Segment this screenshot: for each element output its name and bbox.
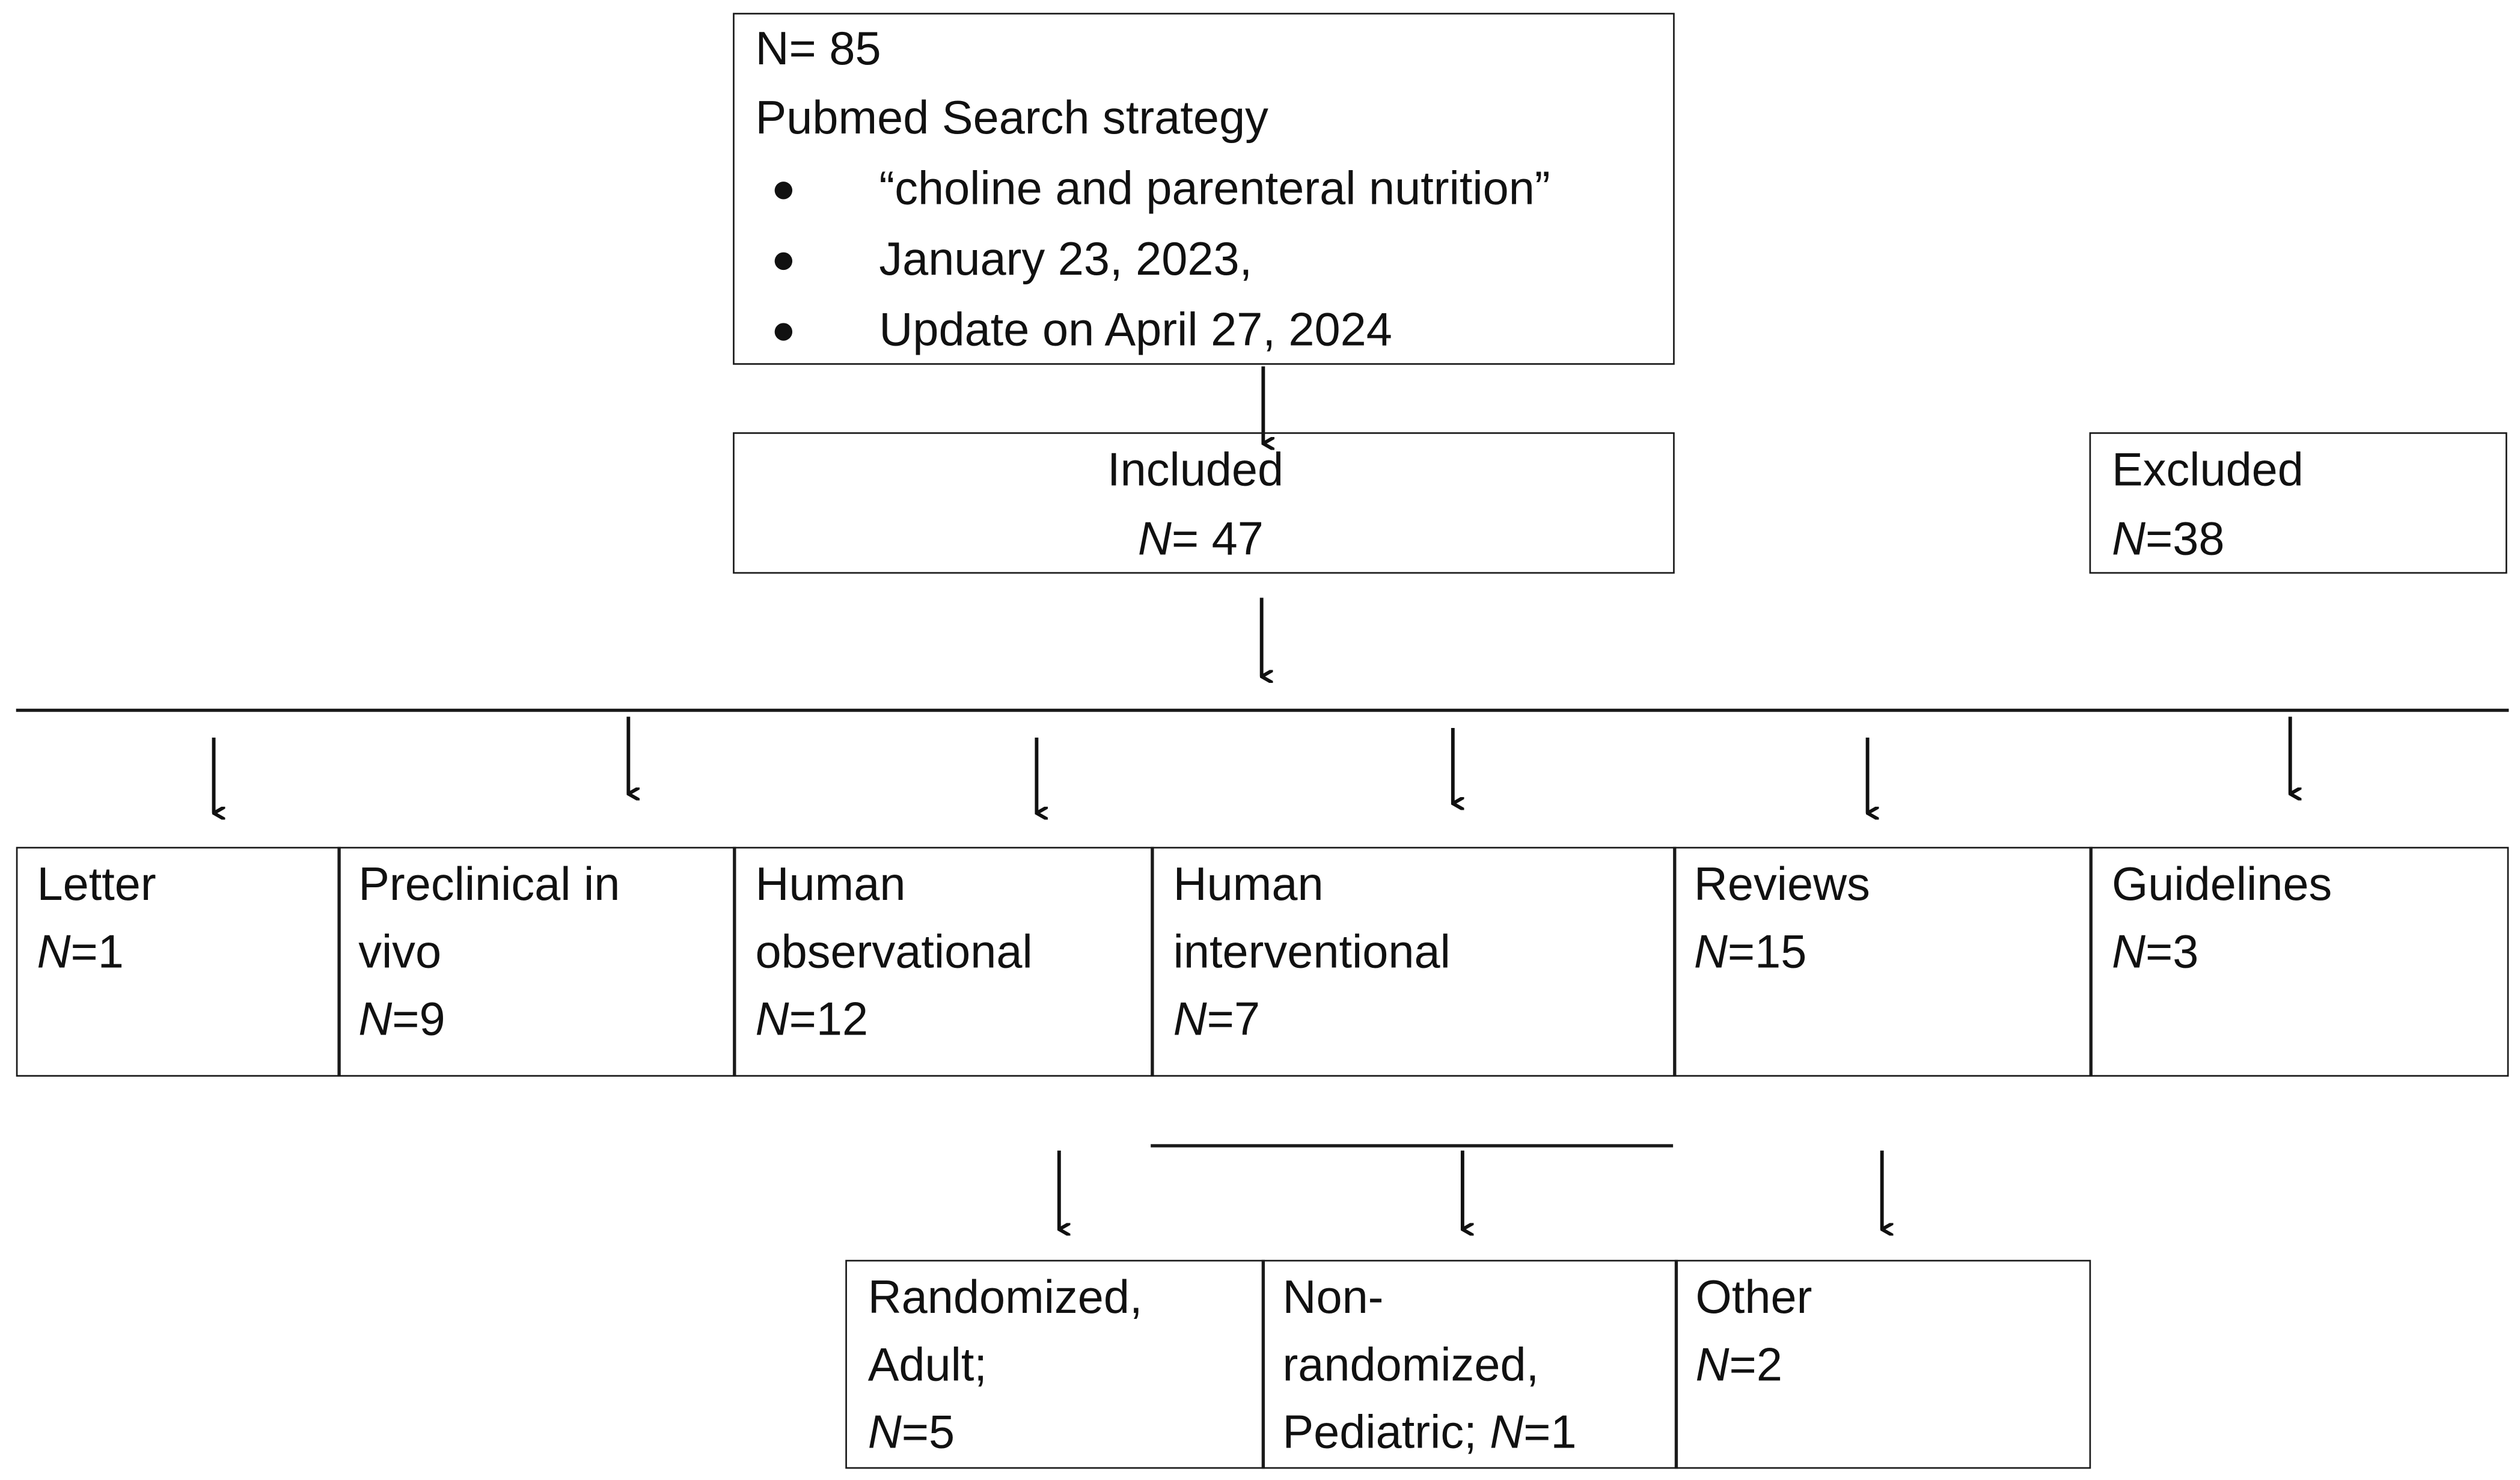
sub-nonrandomized-label-3: Pediatric; N=1 — [1282, 1399, 1576, 1467]
category-reviews-count: N=15 — [1694, 919, 1807, 986]
category-observational-label-2: observational — [755, 927, 1033, 979]
category-observational-count: N=12 — [756, 986, 869, 1054]
bullet-icon — [774, 252, 793, 271]
category-interventional-label-2: interventional — [1173, 927, 1451, 979]
category-preclinical-label-2: vivo — [358, 927, 442, 979]
sub-nonrandomized-pediatric: Pediatric; — [1282, 1407, 1490, 1460]
search-strategy-box — [733, 13, 1675, 365]
included-label: Included — [1107, 445, 1284, 497]
search-title: Pubmed Search strategy — [755, 93, 1268, 145]
n-symbol: N — [1173, 994, 1207, 1047]
sub-randomized-count: N=5 — [868, 1399, 955, 1467]
distribution-line — [16, 708, 2509, 711]
category-reviews-label: Reviews — [1693, 860, 1870, 911]
category-guidelines-count: N=3 — [2112, 919, 2198, 986]
subcategories-row — [845, 1259, 2091, 1469]
category-divider — [1151, 846, 1154, 1077]
n-symbol: N — [358, 994, 393, 1047]
search-bullet-2: January 23, 2023, — [879, 234, 1253, 286]
sub-distribution-line — [1151, 1144, 1674, 1147]
sub-randomized-label-2: Adult; — [867, 1340, 987, 1392]
n-value: =5 — [901, 1407, 955, 1460]
category-guidelines-label: Guidelines — [2111, 860, 2332, 911]
sub-other-label: Other — [1695, 1273, 1812, 1324]
excluded-box — [2089, 432, 2507, 574]
n-value: =15 — [1727, 927, 1807, 979]
category-interventional-label-1: Human — [1173, 860, 1324, 911]
category-observational-label-1: Human — [755, 860, 906, 911]
category-divider — [733, 846, 736, 1077]
n-symbol: N — [2111, 514, 2145, 566]
included-count: N= 47 — [1138, 506, 1264, 573]
n-value: =2 — [1729, 1340, 1782, 1392]
categories-row — [16, 846, 2509, 1077]
sub-nonrandomized-label-2: randomized, — [1282, 1340, 1540, 1392]
sub-nonrandomized-label-1: Non- — [1282, 1273, 1384, 1324]
bullet-icon — [774, 323, 793, 341]
n-symbol: N — [1693, 927, 1728, 979]
included-box — [733, 432, 1675, 574]
n-value: =3 — [2145, 927, 2199, 979]
category-preclinical-count: N=9 — [358, 986, 445, 1054]
n-value: =12 — [789, 994, 869, 1047]
n-value: =38 — [2145, 514, 2225, 566]
n-symbol: N — [2111, 927, 2145, 979]
n-symbol: N — [37, 927, 71, 979]
category-letter-label: Letter — [37, 860, 156, 911]
category-letter-count: N=1 — [37, 919, 123, 986]
n-value: =1 — [70, 927, 124, 979]
search-bullet-1: “choline and parenteral nutrition” — [879, 164, 1550, 216]
excluded-label: Excluded — [2111, 445, 2304, 497]
category-interventional-count: N=7 — [1173, 986, 1260, 1054]
n-symbol: N — [755, 994, 789, 1047]
n-value: =9 — [392, 994, 445, 1047]
search-count: N= 85 — [755, 24, 881, 76]
n-symbol: N — [1137, 514, 1172, 566]
search-bullet-3: Update on April 27, 2024 — [879, 305, 1392, 357]
subcategory-divider — [1261, 1259, 1264, 1469]
category-divider — [337, 846, 340, 1077]
category-divider — [2089, 846, 2092, 1077]
n-value: =7 — [1206, 994, 1261, 1047]
category-preclinical-label-1: Preclinical in — [358, 860, 620, 911]
excluded-count: N=38 — [2112, 506, 2225, 573]
category-divider — [1673, 846, 1676, 1077]
n-symbol: N — [867, 1407, 902, 1460]
n-value: =1 — [1523, 1407, 1577, 1460]
bullet-icon — [774, 182, 793, 200]
n-value: = 47 — [1171, 514, 1264, 566]
sub-other-count: N=2 — [1696, 1332, 1782, 1399]
n-symbol: N — [1695, 1340, 1729, 1392]
n-symbol: N — [1490, 1407, 1524, 1460]
subcategory-divider — [1674, 1259, 1677, 1469]
sub-randomized-label-1: Randomized, — [867, 1273, 1143, 1324]
